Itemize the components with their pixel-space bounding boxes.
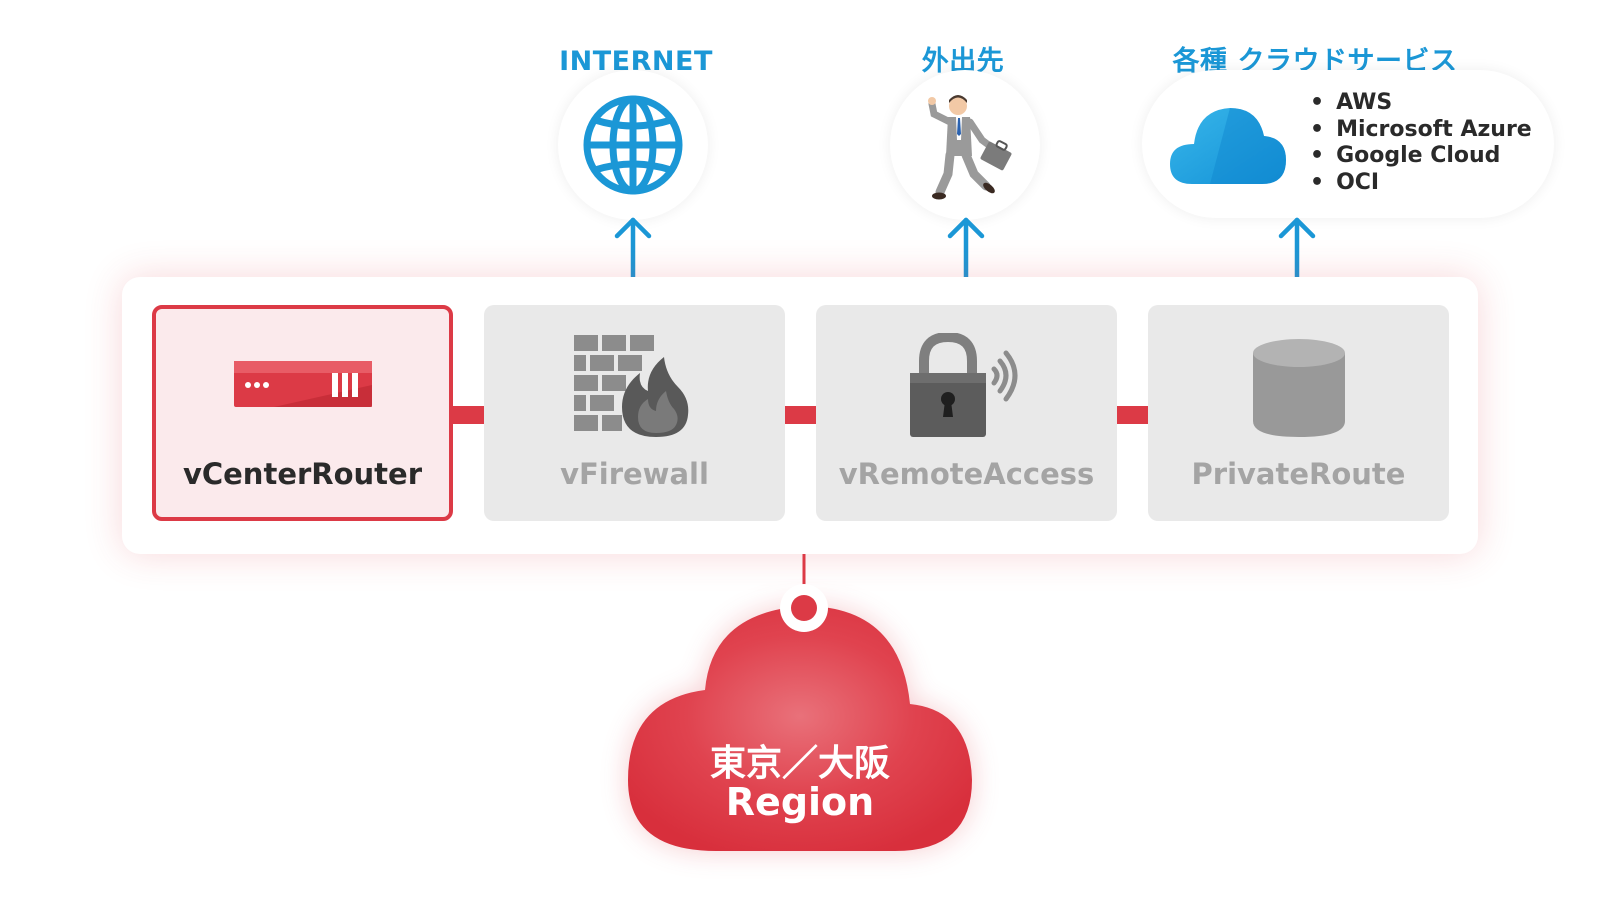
provider-item: OCI [1310,170,1532,197]
region-label: Region [725,780,875,824]
cloud-icon [1170,108,1286,184]
businessman-icon [928,95,1012,200]
service-card-vfirewall[interactable]: vFirewall [484,305,785,521]
provider-item: AWS [1310,90,1532,117]
service-card-privateroute[interactable]: PrivateRoute [1148,305,1449,521]
provider-item: Google Cloud [1310,143,1532,170]
connector-2 [784,406,816,424]
service-label: vFirewall [560,457,709,491]
service-label: vRemoteAccess [838,457,1095,491]
remote-bubble [890,70,1040,220]
cloud-provider-list: AWS Microsoft Azure Google Cloud OCI [1310,90,1532,196]
connector-1 [452,406,484,424]
service-card-vremoteaccess[interactable]: vRemoteAccess [816,305,1117,521]
connection-arrows [614,217,1316,309]
region-cloud [628,554,972,851]
router-icon [234,361,372,407]
internet-bubble [558,70,708,220]
provider-item: Microsoft Azure [1310,117,1532,144]
lock-wireless-icon [910,333,1018,437]
region-name: 東京／大阪 [709,743,890,784]
service-label: PrivateRoute [1191,457,1406,491]
globe-icon [583,95,683,195]
database-icon [1253,339,1345,437]
service-label: vCenterRouter [182,457,423,491]
connector-3 [1116,406,1148,424]
firewall-icon [574,335,689,437]
service-card-vcenterrouter[interactable]: vCenterRouter [152,305,453,521]
